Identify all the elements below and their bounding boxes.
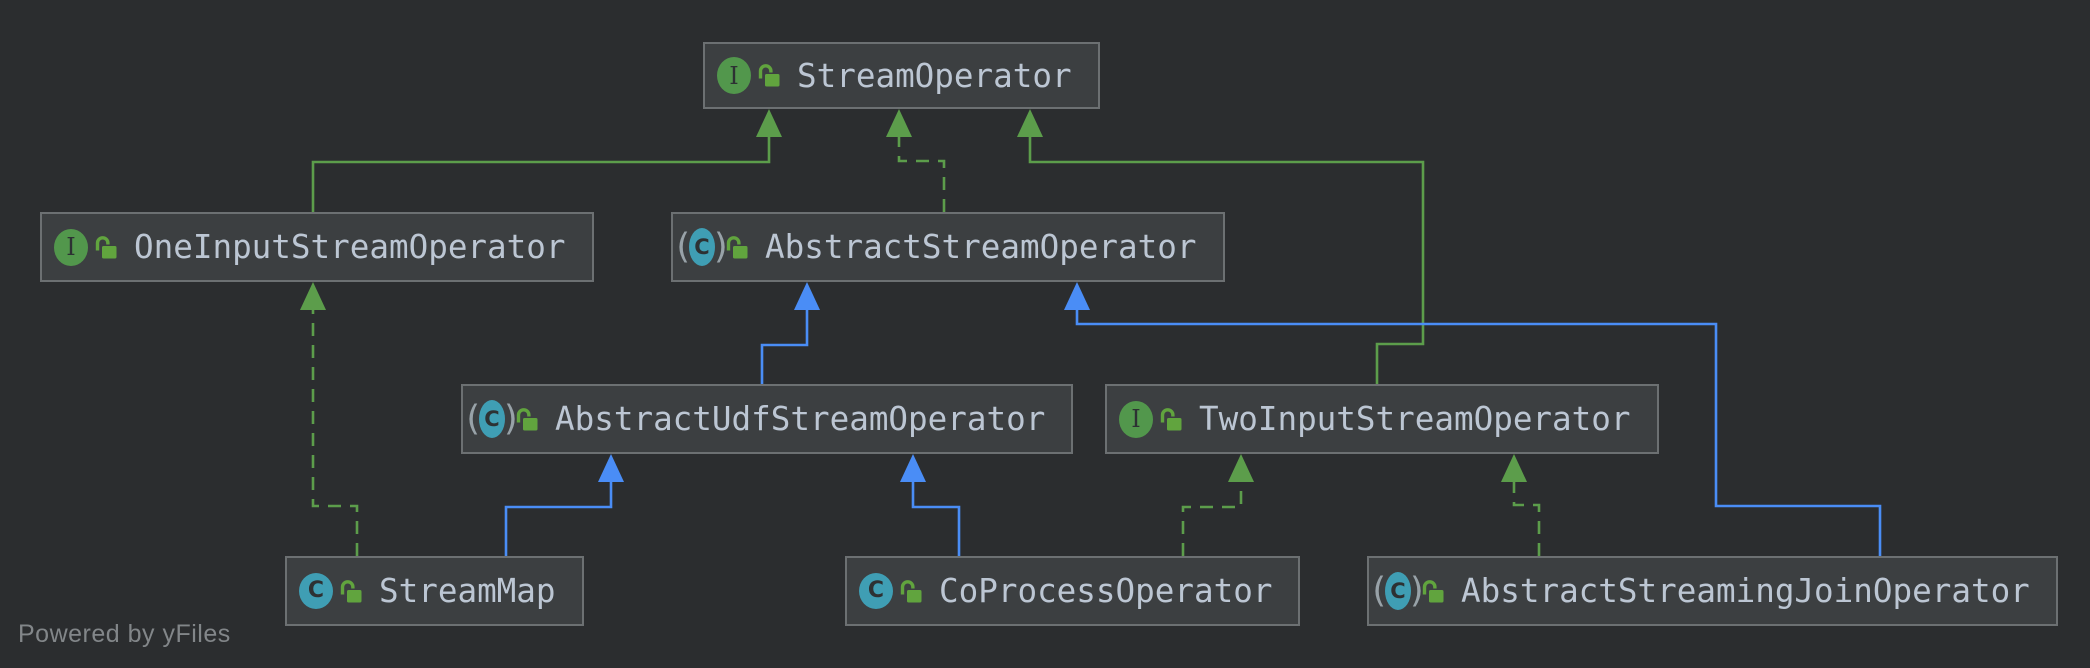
arrowhead-AbstractStreamOperator: [794, 282, 820, 310]
node-label: StreamMap: [379, 572, 556, 610]
node-stream-map[interactable]: C StreamMap: [285, 556, 584, 626]
abstract-class-icon: ( C ): [1372, 570, 1424, 611]
edge-CoProcessOperator-extends-AbstractUdfStreamOperator: [911, 482, 961, 556]
arrowhead-StreamOperator: [886, 109, 912, 137]
node-one-input-stream-operator[interactable]: I OneInputStreamOperator: [40, 212, 594, 282]
node-abstract-udf-stream-operator[interactable]: ( C ) AbstractUdfStreamOperator: [461, 384, 1074, 454]
edge-StreamMap-implements-OneInputStreamOperator: [311, 310, 359, 556]
node-stream-operator[interactable]: I StreamOperator: [703, 42, 1100, 109]
node-abstract-streaming-join-operator[interactable]: ( C ) AbstractStreamingJoinOperator: [1367, 556, 2058, 626]
arrowhead-AbstractUdfStreamOperator: [598, 454, 624, 482]
edge-OneInputStreamOperator-extends-StreamOperator: [311, 137, 771, 212]
node-two-input-stream-operator[interactable]: I TwoInputStreamOperator: [1105, 384, 1659, 454]
edge-AbstractStreamOperator-implements-StreamOperator: [897, 137, 946, 212]
unlocked-padlock-icon: [94, 234, 118, 261]
interface-icon: I: [1119, 397, 1153, 441]
edge-AbstractStreamingJoinOperator-extends-AbstractStreamOperator: [1075, 310, 1882, 556]
node-co-process-operator[interactable]: C CoProcessOperator: [845, 556, 1301, 626]
unlocked-padlock-icon: [899, 578, 923, 605]
node-label: StreamOperator: [797, 56, 1072, 95]
arrowhead-OneInputStreamOperator: [300, 282, 326, 310]
node-label: AbstractStreamingJoinOperator: [1461, 572, 2030, 610]
unlocked-padlock-icon: [725, 234, 749, 261]
edge-AbstractUdfStreamOperator-extends-AbstractStreamOperator: [760, 310, 809, 384]
unlocked-padlock-icon: [515, 406, 539, 433]
unlocked-padlock-icon: [757, 62, 781, 89]
node-abstract-stream-operator[interactable]: ( C ) AbstractStreamOperator: [671, 212, 1225, 282]
edge-StreamMap-extends-AbstractUdfStreamOperator: [504, 482, 613, 556]
arrowhead-AbstractStreamOperator: [1064, 282, 1090, 310]
class-icon: C: [299, 569, 333, 613]
unlocked-padlock-icon: [1421, 578, 1445, 605]
interface-icon: I: [717, 54, 751, 98]
edge-AbstractStreamingJoinOperator-implements-TwoInputStreamOperator: [1512, 482, 1541, 556]
arrowhead-StreamOperator: [756, 109, 782, 137]
abstract-class-icon: ( C ): [466, 398, 518, 439]
unlocked-padlock-icon: [339, 578, 363, 605]
node-label: AbstractUdfStreamOperator: [555, 400, 1046, 438]
unlocked-padlock-icon: [1159, 406, 1183, 433]
node-label: TwoInputStreamOperator: [1199, 400, 1631, 438]
arrowhead-StreamOperator: [1017, 109, 1043, 137]
arrowhead-TwoInputStreamOperator: [1228, 454, 1254, 482]
arrowhead-TwoInputStreamOperator: [1501, 454, 1527, 482]
abstract-class-icon: ( C ): [676, 226, 728, 267]
powered-by-yfiles-label: Powered by yFiles: [18, 620, 231, 648]
interface-icon: I: [54, 225, 88, 269]
node-label: AbstractStreamOperator: [765, 228, 1197, 266]
edge-TwoInputStreamOperator-extends-StreamOperator: [1028, 137, 1425, 384]
arrowhead-AbstractUdfStreamOperator: [900, 454, 926, 482]
class-icon: C: [859, 569, 893, 613]
node-label: OneInputStreamOperator: [134, 228, 566, 266]
edge-CoProcessOperator-implements-TwoInputStreamOperator: [1181, 482, 1243, 556]
node-label: CoProcessOperator: [939, 572, 1273, 610]
